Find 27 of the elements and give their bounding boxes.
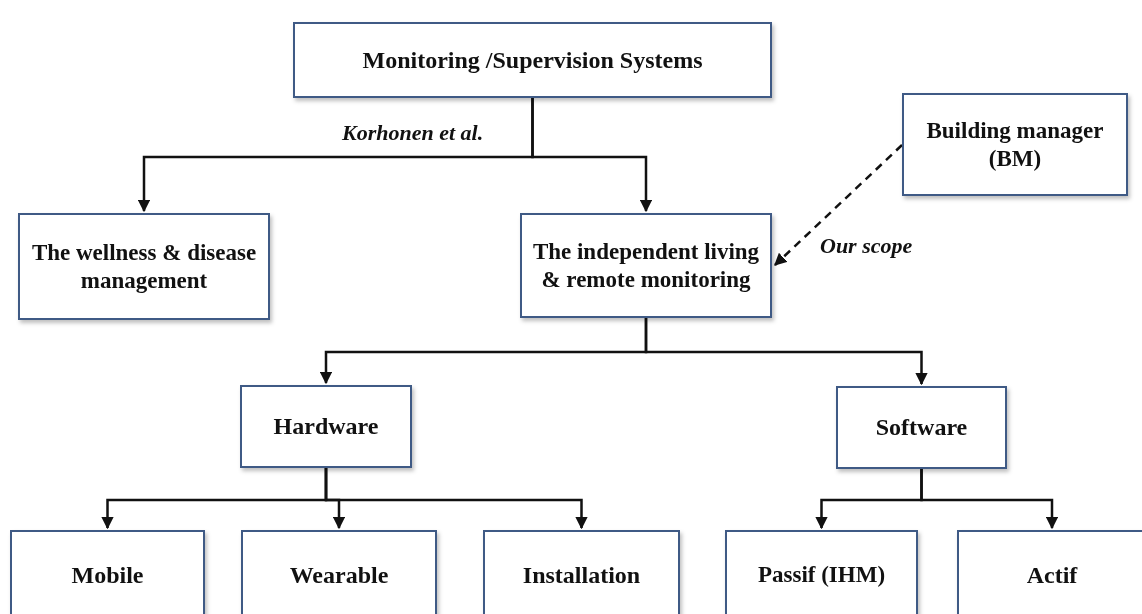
arrow — [644, 318, 928, 386]
box-label: Building manager (BM) — [925, 116, 1105, 173]
category-box — [725, 530, 918, 614]
category-box — [241, 530, 437, 614]
category-box — [520, 213, 772, 318]
category-box — [902, 93, 1128, 196]
box-label: Mobile — [71, 560, 144, 590]
box-label: Installation — [522, 560, 641, 590]
category-box — [836, 386, 1007, 469]
category-box — [18, 213, 270, 320]
arrow — [774, 144, 903, 266]
category-box — [10, 530, 205, 614]
box-label: The independent living & remote monitoring — [532, 237, 760, 294]
box-label: Monitoring /Supervision Systems — [362, 45, 703, 75]
arrow — [531, 98, 653, 213]
box-label: Passif (IHM) — [757, 561, 886, 589]
box-label: Wearable — [289, 560, 389, 590]
box-label: The wellness & disease management — [30, 238, 258, 295]
arrow — [920, 469, 1059, 530]
category-box — [957, 530, 1142, 614]
category-box — [483, 530, 680, 614]
box-label: Software — [875, 413, 968, 442]
category-box — [240, 385, 412, 468]
arrow — [324, 468, 588, 530]
category-box — [293, 22, 772, 98]
box-label: Actif — [1026, 560, 1078, 590]
box-label: Hardware — [273, 412, 379, 441]
